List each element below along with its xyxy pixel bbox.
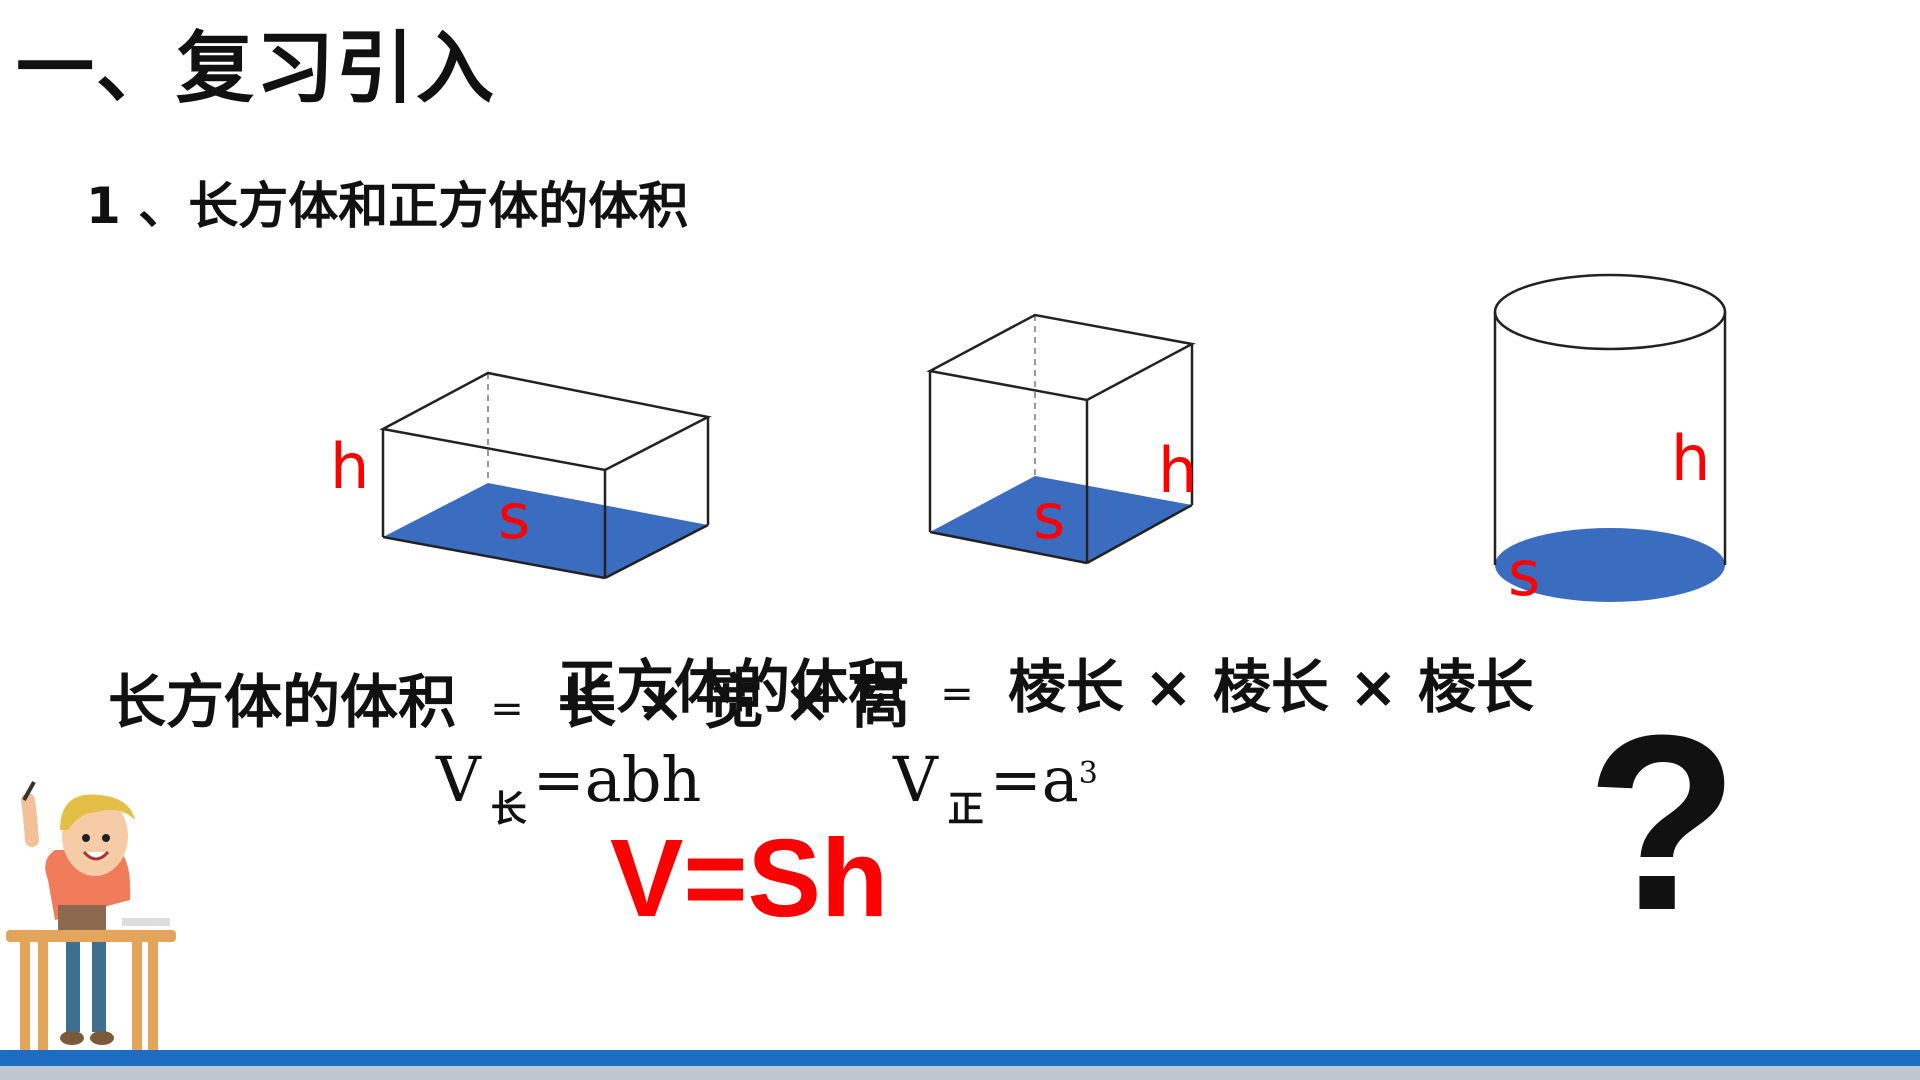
cylinder-base: [1495, 528, 1725, 602]
cube-h-label: h: [1158, 434, 1197, 507]
cube-equals: =: [940, 671, 974, 717]
cuboid-v-subscript: 长: [490, 789, 527, 830]
cylinder-s-label: s: [1508, 537, 1540, 610]
footer-shadow: [0, 1066, 1920, 1080]
cuboid-volume-formula: 长方体的体积 = 长 × 宽 × 高: [108, 655, 910, 739]
student-illustration: [6, 781, 176, 1052]
cuboid-expr: =abh: [532, 743, 702, 816]
cuboid-volume-rhs: 长 × 宽 × 高: [557, 668, 910, 736]
cuboid-equals: =: [490, 686, 524, 732]
section-subtitle: 1 、长方体和正方体的体积: [86, 177, 689, 235]
cylinder-figure: h s: [1493, 273, 1727, 610]
cube-base: [930, 476, 1192, 563]
cube-expr: =a: [989, 743, 1079, 816]
cube-v-subscript: 正: [947, 789, 984, 830]
cuboid-h-label: h: [330, 430, 369, 503]
cuboid-s-label: s: [498, 480, 530, 553]
footer-bar: [0, 1050, 1920, 1066]
cube-volume-rhs: 棱长 × 棱长 × 棱长: [1007, 653, 1534, 721]
cube-v: V: [893, 743, 938, 816]
cube-figure: h s: [926, 313, 1197, 565]
cube-exponent: 3: [1078, 756, 1098, 792]
cube-s-label: s: [1033, 480, 1065, 553]
cube-volume-name: 正方体的体积: [558, 653, 907, 721]
cylinder-h-label: h: [1671, 422, 1710, 495]
page-title: 一、复习引入: [16, 24, 497, 114]
cuboid-base: [383, 483, 708, 578]
cuboid-figure: h s: [330, 371, 712, 580]
cuboid-volume-name: 长方体的体积: [108, 668, 457, 736]
question-mark: ?: [1586, 683, 1739, 962]
general-volume-formula: V=Sh: [610, 817, 889, 940]
cuboid-v: V: [436, 743, 481, 816]
cube-volume-formula: 正方体的体积 = 棱长 × 棱长 × 棱长: [558, 640, 1534, 724]
